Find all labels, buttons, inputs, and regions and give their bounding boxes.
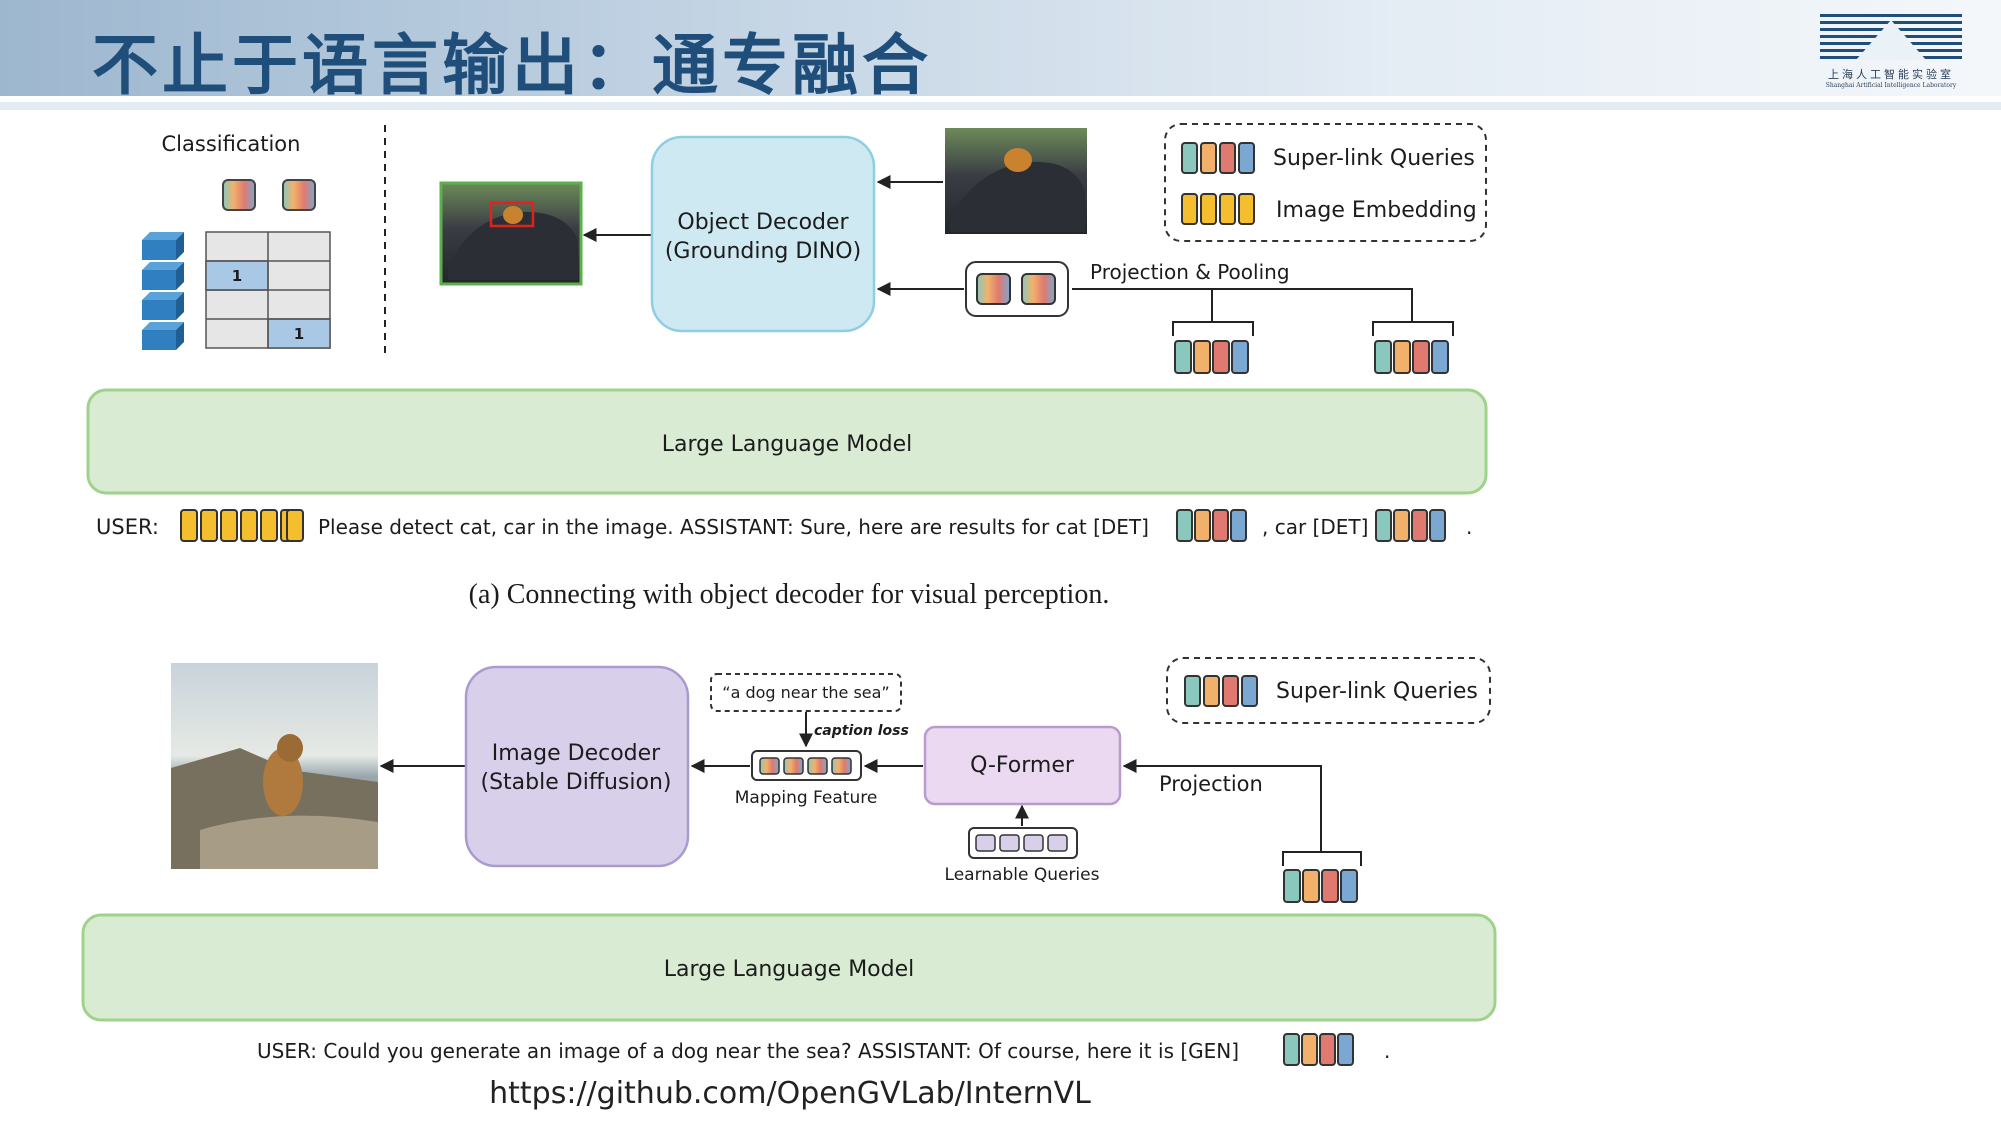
logo-name: 上海人工智能实验室 [1828, 68, 1954, 81]
learnable-queries-label: Learnable Queries [945, 865, 1100, 885]
cube-icon [142, 322, 184, 350]
image-embedding-tokens [180, 509, 304, 542]
object-decoder-subtitle: (Grounding DINO) [665, 239, 861, 264]
llm-box-b [81, 913, 1497, 1022]
image-decoder-box [464, 665, 690, 868]
legend-superlink-label-b: Super-link Queries [1276, 679, 1478, 704]
llm-box-a [86, 388, 1488, 495]
source-url[interactable]: https://github.com/OpenGVLab/InternVL [489, 1076, 1091, 1111]
mapping-token-icon [807, 757, 828, 775]
superlink-query-icon [1283, 1033, 1354, 1066]
llm-label-b: Large Language Model [664, 957, 915, 982]
cube-icon [142, 262, 184, 290]
car-input-image [945, 128, 1087, 234]
car-detection-image [439, 181, 583, 286]
grid-cell-value: 1 [232, 267, 242, 285]
prompt-text-b: USER: Could you generate an image of a d… [257, 1039, 1239, 1063]
learnable-query-icon [1023, 834, 1044, 852]
logo-stripe [1820, 14, 1962, 17]
learnable-query-icon [975, 834, 996, 852]
page-title: 不止于语言输出：通专融合 [92, 27, 932, 104]
header-band [0, 0, 2001, 96]
cube-icon [142, 292, 184, 320]
caption-a: (a) Connecting with object decoder for v… [469, 579, 1110, 610]
pooled-token-icon [976, 273, 1011, 305]
object-decoder-box [650, 135, 876, 333]
caption-loss-label: caption loss [814, 723, 909, 739]
cube-icon [142, 232, 184, 260]
prompt-text-a-cont: , car [DET] [1262, 515, 1368, 539]
projection-connector-b [1124, 765, 1362, 866]
prompt-user-label-a: USER: [96, 515, 159, 539]
prompt-text-b-end: . [1384, 1039, 1390, 1063]
learnable-query-icon [999, 834, 1020, 852]
superlink-query-icon [1174, 340, 1249, 374]
mapping-token-icon [759, 757, 780, 775]
caption-text: “a dog near the sea” [722, 683, 889, 702]
logo-mark [1856, 20, 1926, 60]
llm-label-a: Large Language Model [662, 432, 913, 457]
image-decoder-title: Image Decoder [492, 741, 661, 766]
superlink-query-icon [1184, 675, 1258, 707]
legend-image-embedding-label: Image Embedding [1276, 198, 1477, 223]
superlink-query-icon [1375, 509, 1446, 542]
classification-label: Classification [162, 132, 301, 156]
header-divider [0, 102, 2001, 110]
image-decoder-subtitle: (Stable Diffusion) [481, 770, 672, 795]
grid-cell-value: 1 [294, 325, 304, 343]
qformer-label: Q-Former [970, 753, 1075, 778]
image-embedding-icon [1181, 193, 1255, 225]
projection-connector [1072, 288, 1454, 336]
prompt-text-a-end: . [1466, 515, 1472, 539]
classification-grid [205, 231, 331, 349]
pooled-token-icon [1021, 273, 1056, 305]
legend-box-b [1166, 657, 1491, 724]
legend-box [1164, 123, 1487, 242]
projection-label-b: Projection [1159, 772, 1263, 796]
superlink-query-icon [1283, 869, 1358, 903]
learnable-query-icon [1047, 834, 1068, 852]
lab-logo [1820, 14, 1962, 60]
superlink-query-icon [1374, 340, 1449, 374]
object-cubes [142, 232, 184, 350]
mapping-feature-label: Mapping Feature [735, 788, 878, 808]
legend-superlink-label: Super-link Queries [1273, 146, 1475, 171]
prompt-text-a: Please detect cat, car in the image. ASS… [318, 515, 1149, 539]
class-token-icon [282, 179, 316, 211]
class-token-icon [222, 179, 256, 211]
mapping-token-icon [831, 757, 852, 775]
logo-subtitle: Shanghai Artificial Intelligence Laborat… [1825, 82, 1957, 89]
object-decoder-title: Object Decoder [677, 210, 849, 235]
superlink-query-icon [1176, 509, 1247, 542]
qformer-box [923, 725, 1122, 806]
superlink-query-icon [1181, 142, 1255, 174]
generated-dog-image [171, 663, 378, 869]
detection-box [489, 201, 535, 228]
mapping-token-icon [783, 757, 804, 775]
caption-text-box [710, 673, 902, 712]
projection-pooling-label: Projection & Pooling [1090, 260, 1290, 284]
